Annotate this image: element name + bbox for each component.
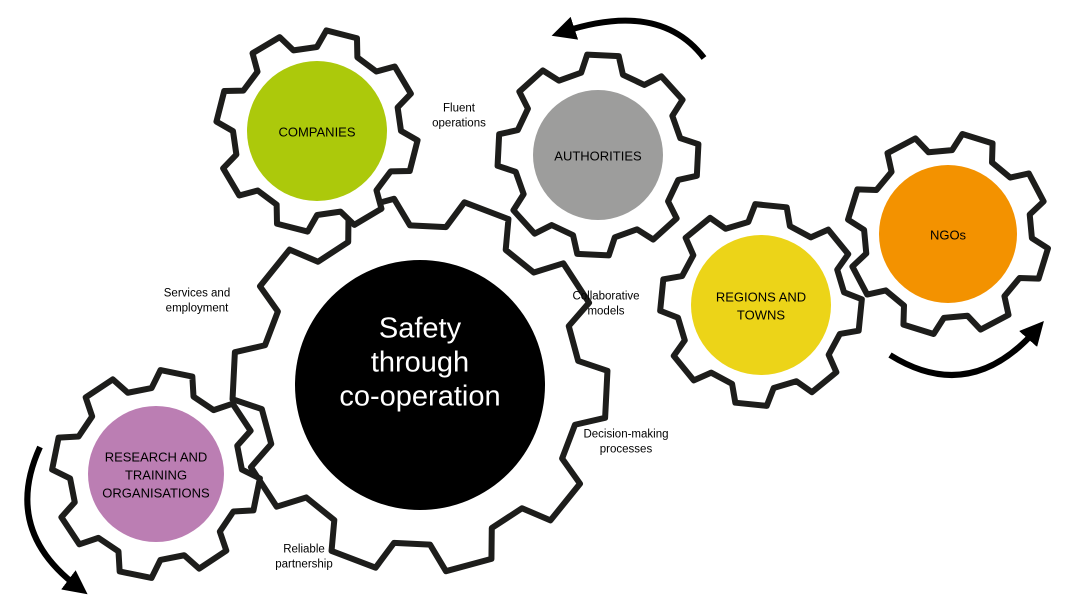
center-circle [295, 260, 545, 510]
ngos-label-line: NGOs [930, 227, 967, 242]
companies-gear [213, 27, 421, 235]
reliable-label: Reliable partnership [275, 544, 333, 571]
regions-label-line: TOWNS [737, 307, 785, 322]
ngos-gear [845, 131, 1051, 337]
research-gear [49, 367, 263, 581]
ngos-label: NGOs [930, 227, 967, 242]
center-title-line: Safety [379, 313, 462, 345]
center-title-line: co-operation [339, 381, 500, 413]
top-rotation-arrow [551, 16, 707, 60]
companies-label: COMPANIES [278, 124, 355, 139]
regions-label: REGIONS AND TOWNS [716, 289, 806, 322]
fluent-label-line: Fluent [443, 103, 476, 115]
regions-circle [691, 235, 831, 375]
decision-label-line: processes [600, 444, 653, 456]
regions-gear [657, 201, 865, 409]
companies-circle [247, 61, 387, 201]
authorities-circle [533, 90, 663, 220]
research-label: RESEARCH AND TRAINING ORGANISATIONS [102, 449, 210, 500]
ngos-circle [879, 165, 1017, 303]
research-circle [88, 406, 224, 542]
right-rotation-arrow [888, 320, 1044, 378]
center-title-line: through [371, 347, 469, 379]
authorities-gear [494, 51, 702, 259]
collaborative-label-line: Collaborative [572, 291, 639, 303]
services-label-line: employment [166, 303, 229, 315]
left-rotation-arrow [24, 445, 88, 595]
decision-label: Decision-making processes [583, 429, 668, 456]
collaborative-label: Collaborative models [572, 291, 639, 318]
reliable-label-line: partnership [275, 559, 333, 571]
research-label-line: ORGANISATIONS [102, 485, 210, 500]
services-label: Services and employment [164, 288, 230, 315]
companies-label-line: COMPANIES [278, 124, 355, 139]
fluent-label-line: operations [432, 118, 486, 130]
fluent-label: Fluent operations [432, 103, 486, 130]
center-gear [229, 195, 611, 575]
reliable-label-line: Reliable [283, 544, 325, 556]
regions-label-line: REGIONS AND [716, 289, 806, 304]
research-label-line: TRAINING [125, 467, 187, 482]
research-label-line: RESEARCH AND [105, 449, 208, 464]
authorities-label-line: AUTHORITIES [554, 148, 642, 163]
services-label-line: Services and [164, 288, 230, 300]
authorities-label: AUTHORITIES [554, 148, 642, 163]
decision-label-line: Decision-making [583, 429, 668, 441]
collaborative-label-line: models [587, 306, 624, 318]
